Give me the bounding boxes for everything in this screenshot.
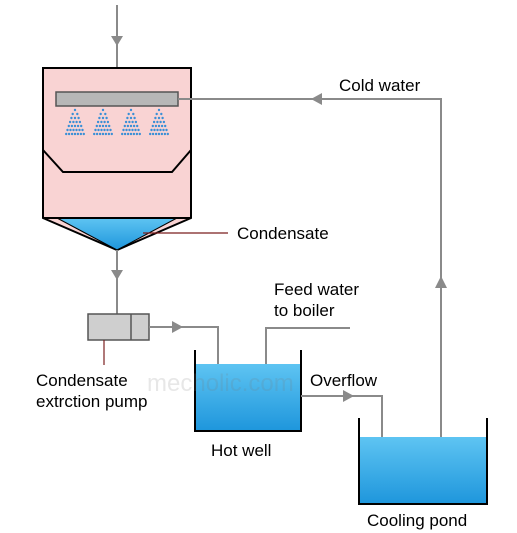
- water-sprays: [65, 108, 169, 136]
- feed-water-label-line1: Feed water: [274, 280, 360, 299]
- cooling-pond-label: Cooling pond: [367, 511, 468, 530]
- overflow-arrow: [343, 390, 354, 402]
- cold-water-arrow: [311, 93, 322, 105]
- overflow-pipe: [301, 395, 383, 437]
- condensate-extraction-pump: [87, 313, 150, 341]
- hot-well-label: Hot well: [211, 441, 272, 460]
- pump-to-hotwell-pipe: [149, 326, 219, 364]
- riser-arrow: [435, 276, 447, 288]
- hot-well-water: [195, 364, 301, 431]
- pump-label-line2: extrction pump: [36, 392, 148, 411]
- drain-arrow: [111, 270, 123, 280]
- condensate-pool: [56, 217, 178, 251]
- overflow-label: Overflow: [310, 371, 378, 390]
- condenser: [42, 67, 192, 252]
- condensate-label: Condensate: [237, 224, 329, 243]
- cooling-pond-tank: [358, 418, 488, 505]
- hot-well: [194, 350, 302, 432]
- pump-label-line1: Condensate: [36, 371, 128, 390]
- feed-water-pipe: [265, 327, 350, 364]
- watermark: mecholic.com: [147, 370, 294, 397]
- condenser-tray: [42, 149, 192, 173]
- spray-nozzle-2: [93, 108, 114, 136]
- hot-well-tank: [194, 350, 302, 432]
- spray-nozzle-1: [65, 108, 86, 136]
- pump-out-arrow: [172, 321, 183, 333]
- pump-body: [87, 313, 150, 341]
- cooling-pond-water: [359, 437, 487, 504]
- condenser-shell: [42, 67, 192, 252]
- cold-water-label: Cold water: [339, 76, 421, 95]
- cold-water-pipe: [178, 98, 442, 440]
- steam-inlet-arrow: [111, 36, 123, 46]
- feed-water-label-line2: to boiler: [274, 301, 335, 320]
- cooling-pond: [358, 418, 488, 505]
- spray-nozzle-3: [121, 108, 141, 136]
- spray-nozzle-4: [149, 108, 169, 136]
- spray-header: [55, 91, 179, 107]
